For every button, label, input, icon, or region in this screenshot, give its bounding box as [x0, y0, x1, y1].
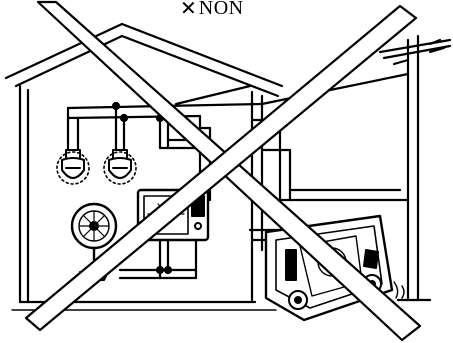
utility-pole-icon: [380, 36, 450, 300]
ceiling-lamp-icon: [104, 150, 136, 184]
ceiling-lamp-icon: [57, 150, 89, 184]
